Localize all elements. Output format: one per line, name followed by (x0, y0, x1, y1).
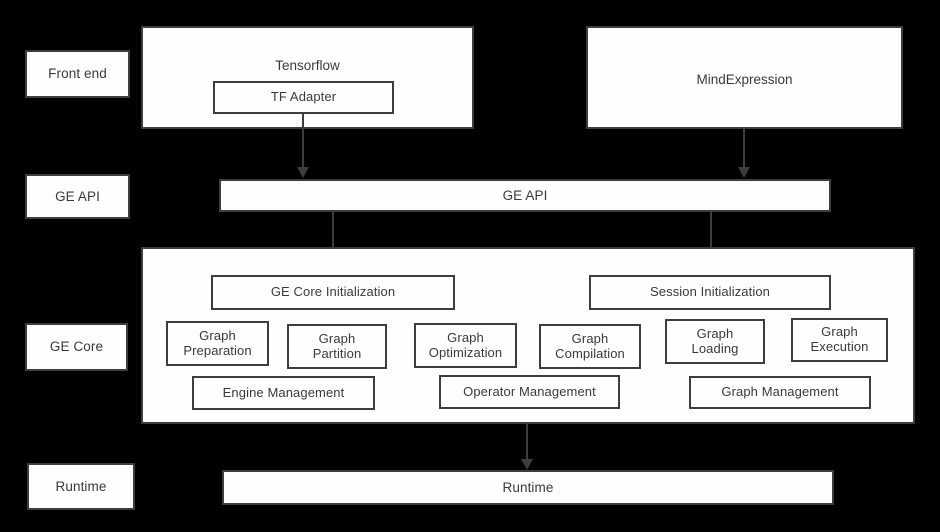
module-graph-compilation: Graph Compilation (539, 324, 641, 369)
arrow-tf-adapter-to-ge-api (297, 114, 309, 178)
session-initialization-box: Session Initialization (589, 275, 831, 310)
layer-label-ge-core-text: GE Core (49, 339, 104, 355)
layer-label-ge-api: GE API (25, 174, 130, 219)
module-graph-preparation: Graph Preparation (166, 321, 269, 366)
tf-adapter-label: TF Adapter (270, 89, 337, 105)
module-graph-preparation-line2: Preparation (183, 342, 252, 358)
management-operator: Operator Management (439, 375, 620, 409)
ge-core-initialization-label: GE Core Initialization (270, 284, 396, 300)
module-graph-loading-line2: Loading (691, 340, 739, 356)
layer-label-front-end: Front end (25, 50, 130, 98)
management-engine: Engine Management (192, 376, 375, 410)
mindexpression-title: MindExpression (696, 72, 793, 87)
module-graph-optimization-line2: Optimization (428, 344, 503, 360)
module-graph-execution-line1: Graph (821, 324, 858, 340)
arrow-ge-core-to-runtime (521, 424, 533, 470)
layer-label-front-end-text: Front end (48, 66, 107, 82)
session-initialization-label: Session Initialization (650, 284, 770, 300)
runtime-bar-label: Runtime (502, 479, 554, 495)
module-graph-partition-line2: Partition (312, 345, 362, 361)
management-engine-label: Engine Management (222, 384, 345, 400)
module-graph-partition-line1: Graph (318, 330, 356, 346)
module-graph-optimization: Graph Optimization (414, 323, 517, 368)
module-graph-compilation-line2: Compilation (555, 345, 625, 361)
mindexpression-container: MindExpression (586, 26, 903, 129)
module-graph-optimization-line1: Graph (447, 329, 484, 345)
ge-api-bar: GE API (219, 179, 831, 212)
tf-adapter-box: TF Adapter (213, 81, 394, 114)
module-graph-preparation-line1: Graph (199, 327, 236, 343)
ge-api-bar-label: GE API (502, 187, 548, 203)
module-graph-compilation-line1: Graph (571, 330, 609, 346)
tensorflow-title: Tensorflow (275, 58, 340, 73)
module-graph-execution-line2: Execution (810, 339, 869, 354)
layer-label-ge-api-text: GE API (55, 188, 100, 204)
layer-label-ge-core: GE Core (25, 323, 128, 371)
runtime-bar: Runtime (222, 470, 834, 505)
module-graph-loading-line1: Graph (696, 325, 734, 341)
module-graph-loading: Graph Loading (665, 319, 765, 364)
management-graph: Graph Management (689, 376, 871, 409)
arrow-mindexpression-to-ge-api (738, 129, 750, 178)
module-graph-execution: Graph Execution (791, 318, 888, 362)
module-graph-partition: Graph Partition (287, 324, 387, 369)
management-operator-label: Operator Management (463, 383, 596, 399)
layer-label-runtime-text: Runtime (55, 478, 107, 494)
management-graph-label: Graph Management (721, 384, 839, 400)
ge-core-initialization-box: GE Core Initialization (211, 275, 455, 310)
layer-label-runtime: Runtime (27, 463, 135, 510)
